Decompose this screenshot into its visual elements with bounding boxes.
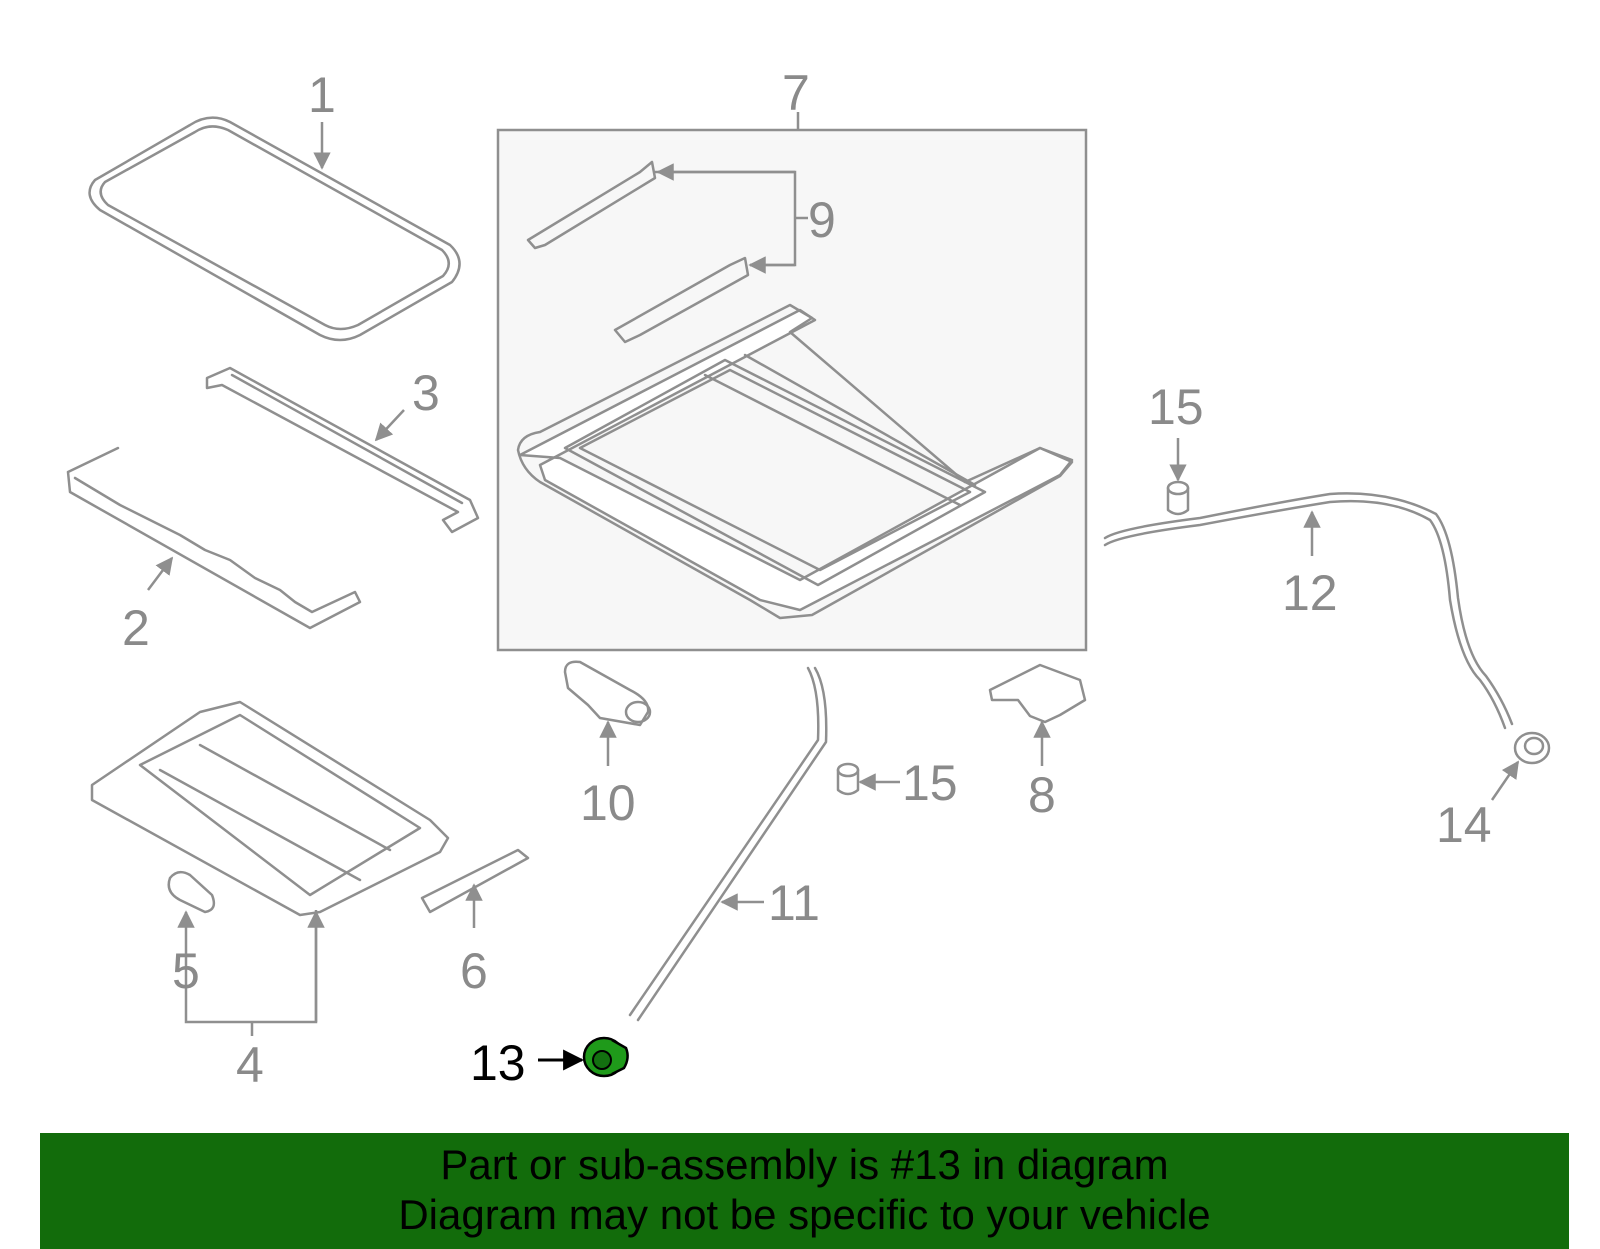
part-14-grommet	[1490, 731, 1551, 801]
part-15-plug-middle	[836, 762, 900, 796]
part-13-highlighted	[538, 1036, 629, 1078]
callout-12: 12	[1282, 565, 1338, 621]
callout-5: 5	[172, 943, 200, 999]
part-3-rail	[205, 366, 480, 534]
callout-15-top: 15	[1148, 379, 1204, 435]
callout-15-middle: 15	[902, 755, 958, 811]
footer-line-1: Part or sub-assembly is #13 in diagram	[440, 1141, 1169, 1188]
callout-14: 14	[1436, 797, 1492, 853]
part-6-strip	[420, 848, 530, 928]
callout-13: 13	[470, 1035, 526, 1091]
part-11-drain-hose	[628, 666, 828, 1022]
callout-4: 4	[236, 1037, 264, 1093]
callout-6: 6	[460, 943, 488, 999]
callout-8: 8	[1028, 767, 1056, 823]
part-4-sunshade	[90, 700, 450, 1036]
callout-3: 3	[412, 365, 440, 421]
part-10-motor	[563, 660, 652, 766]
callout-9: 9	[808, 192, 836, 248]
footer-line-2: Diagram may not be specific to your vehi…	[398, 1191, 1211, 1238]
callout-10: 10	[580, 775, 636, 831]
callout-7: 7	[782, 65, 810, 121]
part-2-strip	[66, 446, 362, 630]
part-5-handle	[167, 870, 216, 940]
part-15-plug-top	[1166, 438, 1190, 516]
part-12-drain-hose	[1103, 492, 1514, 730]
part-8-bracket	[988, 663, 1087, 766]
callout-1: 1	[308, 67, 336, 123]
callout-11: 11	[768, 875, 820, 931]
callout-2: 2	[122, 600, 150, 656]
part-7-frame-assembly	[496, 112, 1088, 652]
footer-banner: Part or sub-assembly is #13 in diagram D…	[40, 1133, 1569, 1249]
part-1-glass-panel	[88, 116, 461, 342]
